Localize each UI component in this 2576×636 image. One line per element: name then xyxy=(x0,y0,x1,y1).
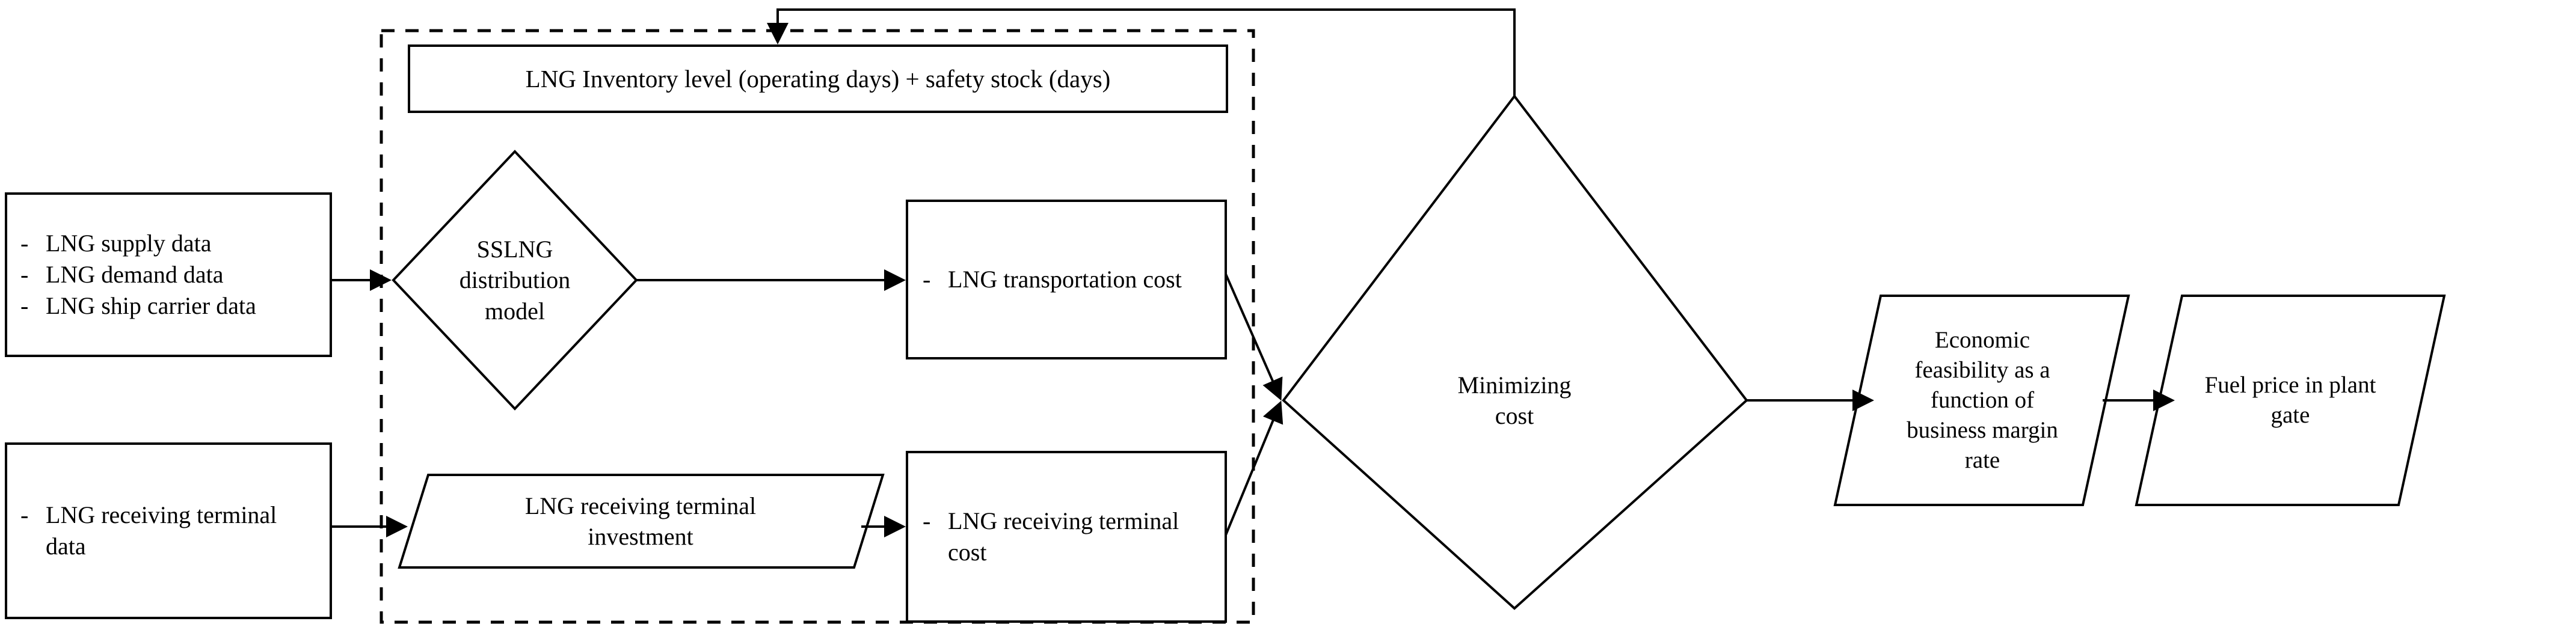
list-item: - LNG receiving terminal cost xyxy=(923,506,1223,568)
node-transportation-cost xyxy=(906,200,1227,359)
node-minimizing-cost xyxy=(1282,94,1748,610)
edge-feedback-to-inventory xyxy=(767,8,1516,96)
supply-bullet-2: LNG demand data xyxy=(46,261,224,288)
node-supply-inputs xyxy=(5,192,332,357)
terminal-cost-bullet-list: - LNG receiving terminal cost xyxy=(923,452,1223,622)
node-sslng-model xyxy=(392,150,638,411)
transportation-cost-bullet-list: - LNG transportation cost xyxy=(923,201,1223,358)
node-economic-feasibility xyxy=(1833,295,2130,506)
bullet-marker-icon: - xyxy=(923,266,931,293)
list-item: - LNG supply data xyxy=(20,228,321,259)
economic-feasibility-label: Economic feasibility as a function of bu… xyxy=(1907,327,2058,473)
bullet-marker-icon: - xyxy=(20,261,29,288)
inventory-level-label: LNG Inventory level (operating days) + s… xyxy=(525,64,1111,93)
node-terminal-inputs xyxy=(5,442,332,619)
supply-bullet-1: LNG supply data xyxy=(46,230,212,257)
terminal-cost-label: LNG receiving terminal cost xyxy=(948,507,1179,566)
terminal-investment-label: LNG receiving terminal investment xyxy=(524,492,757,550)
supply-inputs-bullet-list: - LNG supply data - LNG demand data - LN… xyxy=(20,194,321,356)
list-item: - LNG receiving terminal data xyxy=(20,500,321,562)
bullet-marker-icon: - xyxy=(20,501,29,528)
node-terminal-investment xyxy=(398,474,885,569)
minimizing-cost-label: Minimizing cost xyxy=(1457,371,1572,429)
list-item: - LNG transportation cost xyxy=(923,264,1223,295)
supply-bullet-3: LNG ship carrier data xyxy=(46,292,256,319)
terminal-inputs-bullet-list: - LNG receiving terminal data xyxy=(20,444,321,618)
edge-terminal-cost-to-minimizing xyxy=(1225,400,1283,536)
list-item: - LNG ship carrier data xyxy=(20,290,321,322)
transportation-cost-label: LNG transportation cost xyxy=(948,266,1182,293)
grouped-module-boundary xyxy=(380,29,1255,624)
fuel-price-label: Fuel price in plant gate xyxy=(2204,372,2376,428)
edge-transport-cost-to-minimizing xyxy=(1225,274,1283,401)
sslng-model-label: SSLNG distribution model xyxy=(459,236,571,325)
bullet-marker-icon: - xyxy=(923,507,931,534)
bullet-marker-icon: - xyxy=(20,292,29,319)
list-item: - LNG demand data xyxy=(20,259,321,290)
terminal-data-label: LNG receiving terminal data xyxy=(46,501,277,560)
bullet-marker-icon: - xyxy=(20,230,29,257)
node-fuel-price xyxy=(2135,295,2446,506)
node-inventory-level xyxy=(408,44,1228,113)
node-terminal-cost xyxy=(906,451,1227,623)
